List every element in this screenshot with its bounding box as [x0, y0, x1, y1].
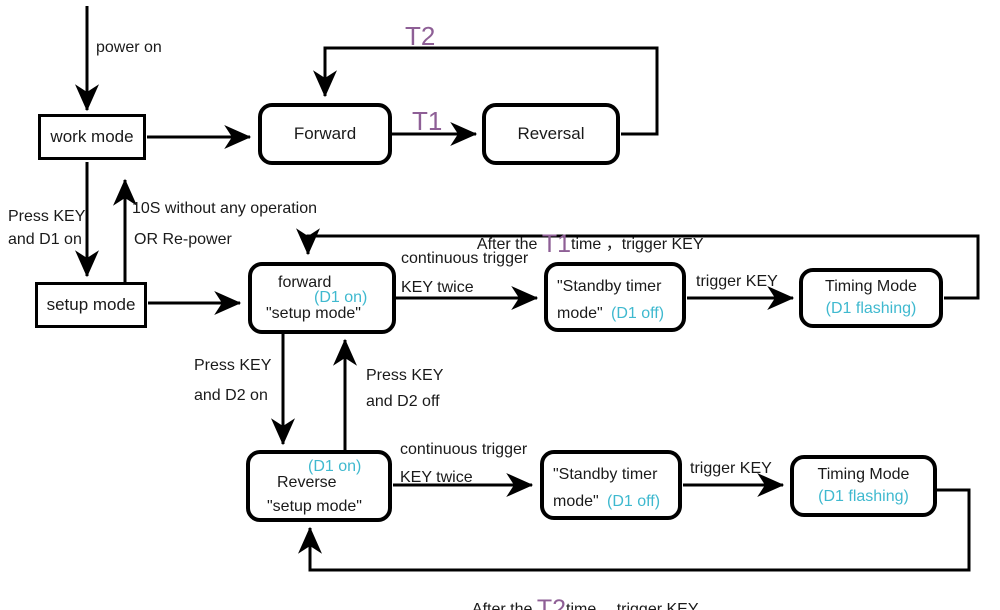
edge-label-trigger-key-bottom: trigger KEY	[690, 460, 772, 477]
node-timing-bottom-state: (D1 flashing)	[818, 488, 909, 505]
edge-label-after-t2: After the T2time ，trigger KEY	[455, 573, 699, 610]
node-forward-setup-mode[interactable]: forward (D1 on) "setup mode"	[248, 262, 396, 334]
edge-after-t1-return	[296, 228, 980, 300]
node-timing-mode-top[interactable]: Timing Mode (D1 flashing)	[799, 268, 943, 328]
node-standby-top-line1: "Standby timer	[557, 278, 662, 295]
node-setup-mode[interactable]: setup mode	[35, 282, 147, 328]
node-reversal-label: Reversal	[517, 124, 585, 143]
edge-label-press-key-d1-line1: Press KEY	[8, 208, 86, 225]
edge-label-t2: T2	[405, 21, 436, 51]
after-t2-suffix: time ，trigger KEY	[566, 601, 699, 610]
node-standby-timer-bottom[interactable]: "Standby timer mode" (D1 off)	[540, 450, 682, 520]
node-timing-bottom-label: Timing Mode	[817, 466, 910, 484]
edge-label-trigger-key-top: trigger KEY	[696, 273, 778, 290]
edge-label-t1: T1	[412, 106, 443, 136]
node-reverse-setup-line1: Reverse	[277, 474, 337, 491]
node-timing-top-state: (D1 flashing)	[825, 300, 917, 317]
edge-label-or-repower: OR Re-power	[134, 231, 232, 248]
node-work-mode-label: work mode	[50, 127, 134, 146]
node-standby-bottom-line2: mode"	[553, 493, 599, 510]
node-forward[interactable]: Forward	[258, 103, 392, 165]
edge-label-10s: 10S without any operation	[132, 200, 318, 217]
node-reverse-setup-line2: "setup mode"	[267, 498, 362, 515]
edge-t2-loop	[313, 46, 659, 136]
node-standby-timer-top[interactable]: "Standby timer mode" (D1 off)	[544, 262, 686, 332]
edge-label-continuous-trigger-top: continuous trigger	[401, 250, 529, 267]
node-forward-label: Forward	[293, 124, 357, 143]
edge-label-power-on: power on	[96, 39, 162, 56]
after-t2-mark: T2	[536, 595, 567, 610]
node-reverse-setup-state: (D1 on)	[308, 458, 362, 475]
node-standby-bottom-state: (D1 off)	[607, 493, 661, 510]
edge-label-press-key-d2-off-line2: and D2 off	[366, 393, 440, 410]
edge-label-press-key-d2-on-line1: Press KEY	[194, 357, 272, 374]
node-setup-mode-label: setup mode	[46, 295, 136, 314]
after-t2-prefix: After the	[471, 601, 537, 610]
after-t1-suffix: time ，trigger KEY	[571, 236, 704, 254]
edge-label-continuous-trigger-bottom: continuous trigger	[400, 441, 528, 458]
edge-label-press-key-d2-off-line1: Press KEY	[366, 367, 444, 384]
after-t1-mark: T1	[541, 230, 572, 259]
node-forward-setup-state: (D1 on)	[314, 289, 368, 306]
node-timing-mode-bottom[interactable]: Timing Mode (D1 flashing)	[790, 455, 937, 517]
node-forward-setup-line1: forward	[278, 274, 332, 291]
after-t1-prefix: After the	[476, 236, 542, 254]
node-work-mode[interactable]: work mode	[38, 114, 146, 160]
edge-label-key-twice-bottom: KEY twice	[400, 469, 473, 486]
edge-label-key-twice-top: KEY twice	[401, 279, 474, 296]
node-standby-top-state: (D1 off)	[611, 305, 665, 322]
edge-after-t2-return	[298, 488, 971, 572]
node-timing-top-label: Timing Mode	[825, 278, 917, 296]
node-standby-bottom-line1: "Standby timer	[553, 466, 658, 483]
node-standby-top-line2: mode"	[557, 305, 603, 322]
node-reverse-setup-mode[interactable]: (D1 on) Reverse "setup mode"	[246, 450, 392, 522]
edge-label-after-t1: After the T1time ，trigger KEY	[460, 208, 704, 281]
edge-label-press-key-d2-on-line2: and D2 on	[194, 387, 268, 404]
node-reversal[interactable]: Reversal	[482, 103, 620, 165]
edge-label-press-key-d1-line2: and D1 on	[8, 231, 82, 248]
node-forward-setup-line2: "setup mode"	[266, 305, 361, 322]
